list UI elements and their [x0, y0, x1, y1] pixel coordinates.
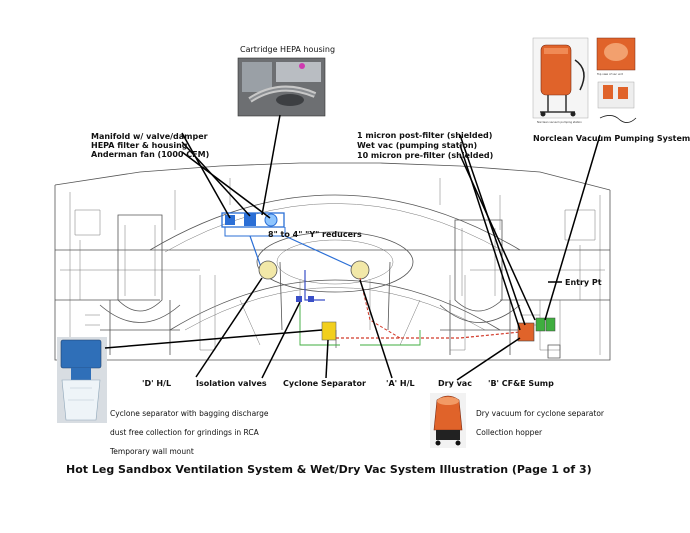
cyclone-separator-unit — [321, 321, 337, 341]
cartridge-hepa-photo — [237, 57, 326, 117]
valve-piping — [304, 270, 325, 301]
manifold-label: Manifold w/ valve/damper — [91, 132, 208, 141]
containment-drawing — [54, 162, 611, 361]
norclean-photo-group: Norclean vacuum pumping station Top view… — [532, 37, 690, 143]
wet-vac-label: Wet vac (pumping station) — [357, 141, 477, 150]
cyclone-caption-3: Temporary wall mount — [109, 447, 194, 456]
manifold-valve — [225, 215, 235, 225]
cyclone-separator-label: Cyclone Separator — [283, 379, 366, 388]
cyclone-photo — [57, 337, 107, 423]
post-filter-unit — [545, 317, 556, 332]
ventilation-system-overlay — [221, 212, 561, 359]
d-hot-leg-nozzle — [258, 260, 278, 280]
hepa-filter-label: HEPA filter & housing — [91, 141, 188, 150]
cyclone-caption-2: dust free collection for grindings in RC… — [110, 428, 260, 437]
svg-text:Norclean vacuum pumping statio: Norclean vacuum pumping station — [537, 120, 582, 124]
isolation-valve-1 — [296, 296, 302, 302]
isolation-valve-2 — [308, 296, 314, 302]
vacuum-hose — [336, 331, 521, 339]
cyclone-caption-1: Cyclone separator with bagging discharge — [110, 409, 269, 418]
dry-vac-label: Dry vac — [438, 379, 472, 388]
pointer-lines — [104, 114, 601, 381]
dry-vac-caption-2: Collection hopper — [476, 428, 543, 437]
reducer-ducts — [249, 235, 356, 271]
reducers-label: 8" to 4" "Y" reducers — [268, 230, 362, 239]
norclean-label: Norclean Vacuum Pumping System — [533, 134, 690, 143]
d-hl-label: 'D' H/L — [142, 379, 171, 388]
hepa-filter-box — [244, 213, 256, 226]
diagram-title: Hot Leg Sandbox Ventilation System & Wet… — [66, 463, 592, 476]
fan-label: Anderman fan (1000 CFM) — [91, 150, 209, 159]
green-line — [299, 305, 421, 346]
a-hl-label: 'A' H/L — [386, 379, 415, 388]
dry-vac-photo — [430, 393, 466, 448]
pre-filter-unit — [535, 317, 546, 332]
svg-text:Top view of vac unit: Top view of vac unit — [597, 72, 623, 76]
vacuum-hose-branch — [359, 277, 401, 339]
b-cfe-sump-label: 'B' CF&E Sump — [488, 379, 554, 388]
post-filter-label: 1 micron post-filter (shielded) — [357, 131, 492, 140]
isolation-valves-label: Isolation valves — [196, 379, 267, 388]
pre-filter-label: 10 micron pre-filter (shielded) — [357, 151, 493, 160]
a-hot-leg-nozzle — [350, 260, 370, 280]
labels: Cartridge HEPA housing Manifold w/ valve… — [66, 45, 605, 476]
sump-pit — [547, 344, 561, 359]
dry-vac-caption-1: Dry vacuum for cyclone separator — [476, 409, 605, 418]
duct-return — [224, 227, 286, 237]
entry-pt-label: Entry Pt — [565, 278, 602, 287]
wet-vac-unit — [517, 322, 535, 342]
cartridge-hepa-label: Cartridge HEPA housing — [240, 45, 335, 54]
